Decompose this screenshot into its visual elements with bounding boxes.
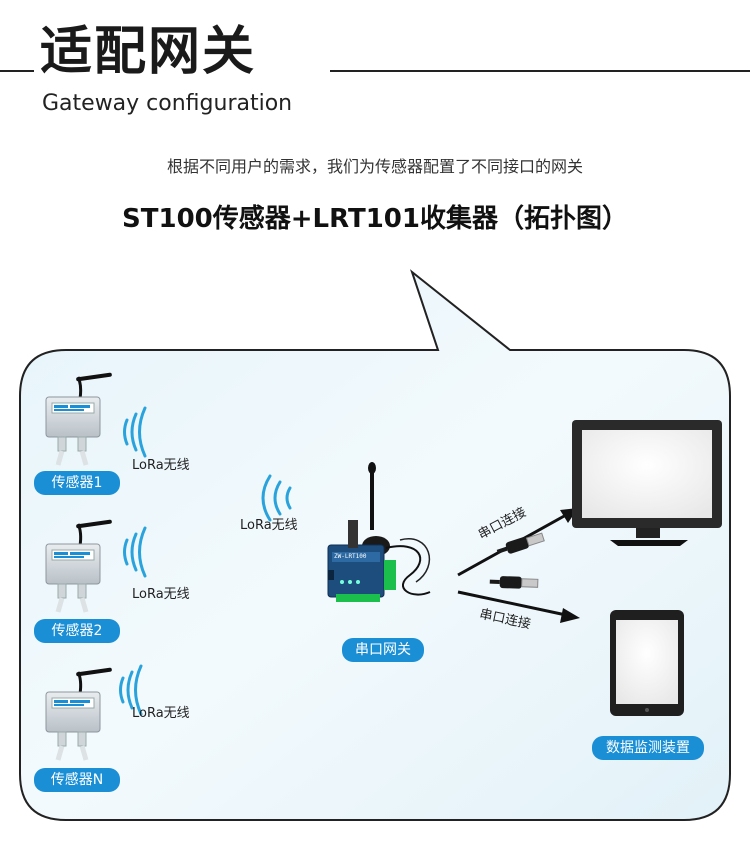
- page-subtitle-en: Gateway configuration: [42, 91, 293, 116]
- arrow-to-tablet: [457, 590, 580, 623]
- gateway-model-text: ZW-LRT100: [334, 553, 367, 560]
- gateway-label: 串口网关: [342, 638, 424, 662]
- sensor-1-signal-label: LoRa无线: [132, 458, 190, 473]
- sensor-device-1: [45, 372, 112, 466]
- usb-cable-icon-bottom: [489, 576, 539, 589]
- sensor-2-signal-label: LoRa无线: [132, 587, 190, 602]
- tablet-icon: [610, 610, 684, 716]
- page-title: 适配网关: [40, 22, 257, 82]
- header-rule-right: [330, 70, 750, 72]
- diagram-heading: ST100传感器+LRT101收集器（拓扑图）: [122, 204, 628, 234]
- monitor-device-label: 数据监测装置: [592, 736, 704, 760]
- sensor-n-label: 传感器N: [34, 768, 120, 792]
- monitor-icon: [572, 420, 722, 546]
- sensor-device-n: [45, 667, 112, 761]
- sensor-n-signal-label: LoRa无线: [132, 706, 190, 721]
- signal-waves-sensor-2: [123, 526, 147, 578]
- signal-waves-sensor-1: [123, 406, 147, 458]
- sensor-1-label: 传感器1: [34, 471, 120, 495]
- signal-waves-gateway: [261, 474, 292, 522]
- header-rule-left: [0, 70, 34, 72]
- sensor-device-2: [45, 519, 112, 613]
- gateway-signal-label: LoRa无线: [240, 518, 298, 533]
- sensor-2-label: 传感器2: [34, 619, 120, 643]
- description-text: 根据不同用户的需求，我们为传感器配置了不同接口的网关: [166, 157, 583, 176]
- signal-waves-sensor-n: [119, 664, 143, 716]
- gateway-device: [327, 462, 431, 602]
- usb-cable-icon-top: [496, 532, 545, 554]
